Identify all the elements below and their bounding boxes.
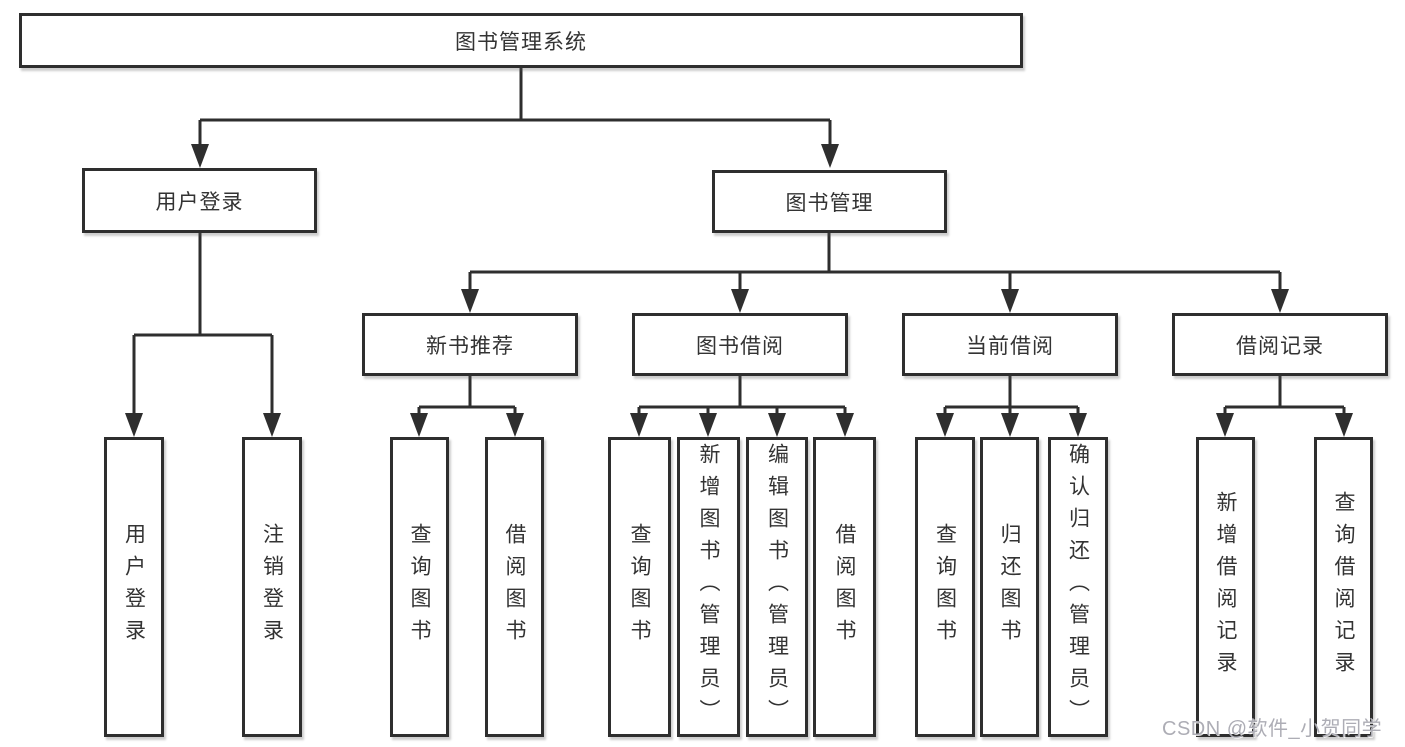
leaf-bb-borrow-books: 借阅图书 <box>813 437 876 737</box>
leaf-br-query-record: 查询借阅记录 <box>1314 437 1373 737</box>
node-current-borrow: 当前借阅 <box>902 313 1118 376</box>
leaf-cb-confirm-return-admin: 确认归还（管理员） <box>1048 437 1108 737</box>
node-new-book-recommend: 新书推荐 <box>362 313 578 376</box>
leaf-logout: 注销登录 <box>242 437 302 737</box>
arrowheads <box>125 144 1353 437</box>
leaf-nb-query-books: 查询图书 <box>390 437 449 737</box>
node-borrow-records: 借阅记录 <box>1172 313 1388 376</box>
node-root: 图书管理系统 <box>19 13 1023 68</box>
leaf-cb-query-books: 查询图书 <box>915 437 975 737</box>
node-book-borrow: 图书借阅 <box>632 313 848 376</box>
leaf-bb-add-books-admin: 新增图书（管理员） <box>677 437 740 737</box>
leaf-br-add-record: 新增借阅记录 <box>1196 437 1255 737</box>
node-book-management: 图书管理 <box>712 170 947 233</box>
node-user-login: 用户登录 <box>82 168 317 233</box>
leaf-cb-return-books: 归还图书 <box>980 437 1039 737</box>
leaf-nb-borrow-books: 借阅图书 <box>485 437 544 737</box>
leaf-bb-edit-books-admin: 编辑图书（管理员） <box>746 437 808 737</box>
leaf-user-login: 用户登录 <box>104 437 164 737</box>
leaf-bb-query-books: 查询图书 <box>608 437 671 737</box>
watermark: CSDN @软件_小贺同学 <box>1162 718 1383 740</box>
